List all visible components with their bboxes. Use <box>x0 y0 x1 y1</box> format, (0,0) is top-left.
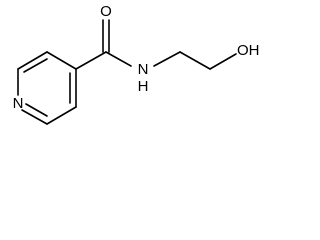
ring-bond-c2-c3-inner <box>23 58 48 73</box>
bond-ch2-to-ch2 <box>179 51 211 70</box>
bond-carbonyl-to-nh <box>105 51 132 67</box>
ring-bond-c5-c6 <box>46 106 77 125</box>
pyridine-ring <box>17 51 77 125</box>
amide-group <box>75 19 132 70</box>
hydroxyethyl-chain <box>153 51 237 70</box>
bond-ring-to-carbonyl <box>75 51 107 70</box>
bond-nh-to-ch2 <box>153 51 181 67</box>
carbonyl-oxygen-label: O <box>100 3 112 20</box>
amide-nitrogen-label: N <box>138 61 149 78</box>
ring-bond-c1-c2 <box>46 51 77 70</box>
ring-bond-c2-c3 <box>17 51 48 70</box>
ring-bond-n-c5 <box>21 109 48 125</box>
isonicotinamide-structure-diagram: N O N H OH <box>13 3 260 125</box>
ring-nitrogen-label: N <box>13 95 24 112</box>
hydroxyl-group-label: OH <box>237 42 260 59</box>
amide-hydrogen-label: H <box>138 78 149 95</box>
ring-bond-n-c5-inner <box>25 103 48 117</box>
bond-ch2-to-oh <box>209 53 237 70</box>
